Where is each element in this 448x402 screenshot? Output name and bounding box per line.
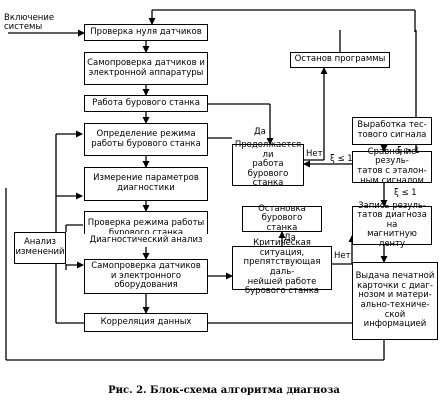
box-program-stop: Останов программы	[290, 52, 390, 68]
box-determine-mode: Определение режима работы бурового станк…	[84, 123, 208, 156]
box-record-tape: Запись резуль- татов диагноза на магнитн…	[352, 201, 432, 249]
box-data-correlation: Корреляция данных	[84, 313, 208, 332]
box-sensor-zero-check: Проверка нуля датчиков	[84, 24, 208, 41]
label-no-continue: Нет	[306, 149, 323, 159]
box-drill-stop: Остановка бурового станка	[242, 204, 322, 233]
label-yes-critical: Да	[284, 233, 296, 243]
box-self-test-electronics: Самопроверка датчиков и электронной аппа…	[84, 52, 208, 85]
box-compare-reference: Сравнение резуль- татов с эталон- ным си…	[352, 147, 432, 185]
label-xi-greater: ξ > 1	[397, 146, 420, 156]
box-test-signal: Выработка тес- тового сигнала	[352, 117, 432, 145]
label-xi-le-a: ξ ≤ 1	[330, 154, 353, 164]
label-no-critical: Нет	[334, 251, 351, 261]
start-label: Включение системы	[4, 13, 55, 33]
box-diagnostic-analysis: Диагностический анализ	[84, 234, 208, 247]
box-continue-check: Продолжается ли работа бурового станка	[232, 140, 304, 188]
box-measure-parameters: Измерение параметров диагностики	[84, 167, 208, 201]
label-yes-continue: Да	[254, 127, 266, 137]
box-drill-operation: Работа бурового станка	[84, 95, 208, 112]
box-self-test-equipment: Самопроверка датчиков и электронного обо…	[84, 259, 208, 294]
label-xi-le-b: ξ ≤ 1	[394, 188, 417, 198]
figure-caption: Рис. 2. Блок-схема алгоритма диагноза	[108, 385, 340, 396]
box-critical-situation: Критическая ситуация, препятствующая дал…	[232, 239, 332, 296]
box-print-card: Выдача печатной карточки с диаг- нозом и…	[352, 262, 438, 340]
box-change-analysis: Анализ изменений	[14, 232, 66, 264]
